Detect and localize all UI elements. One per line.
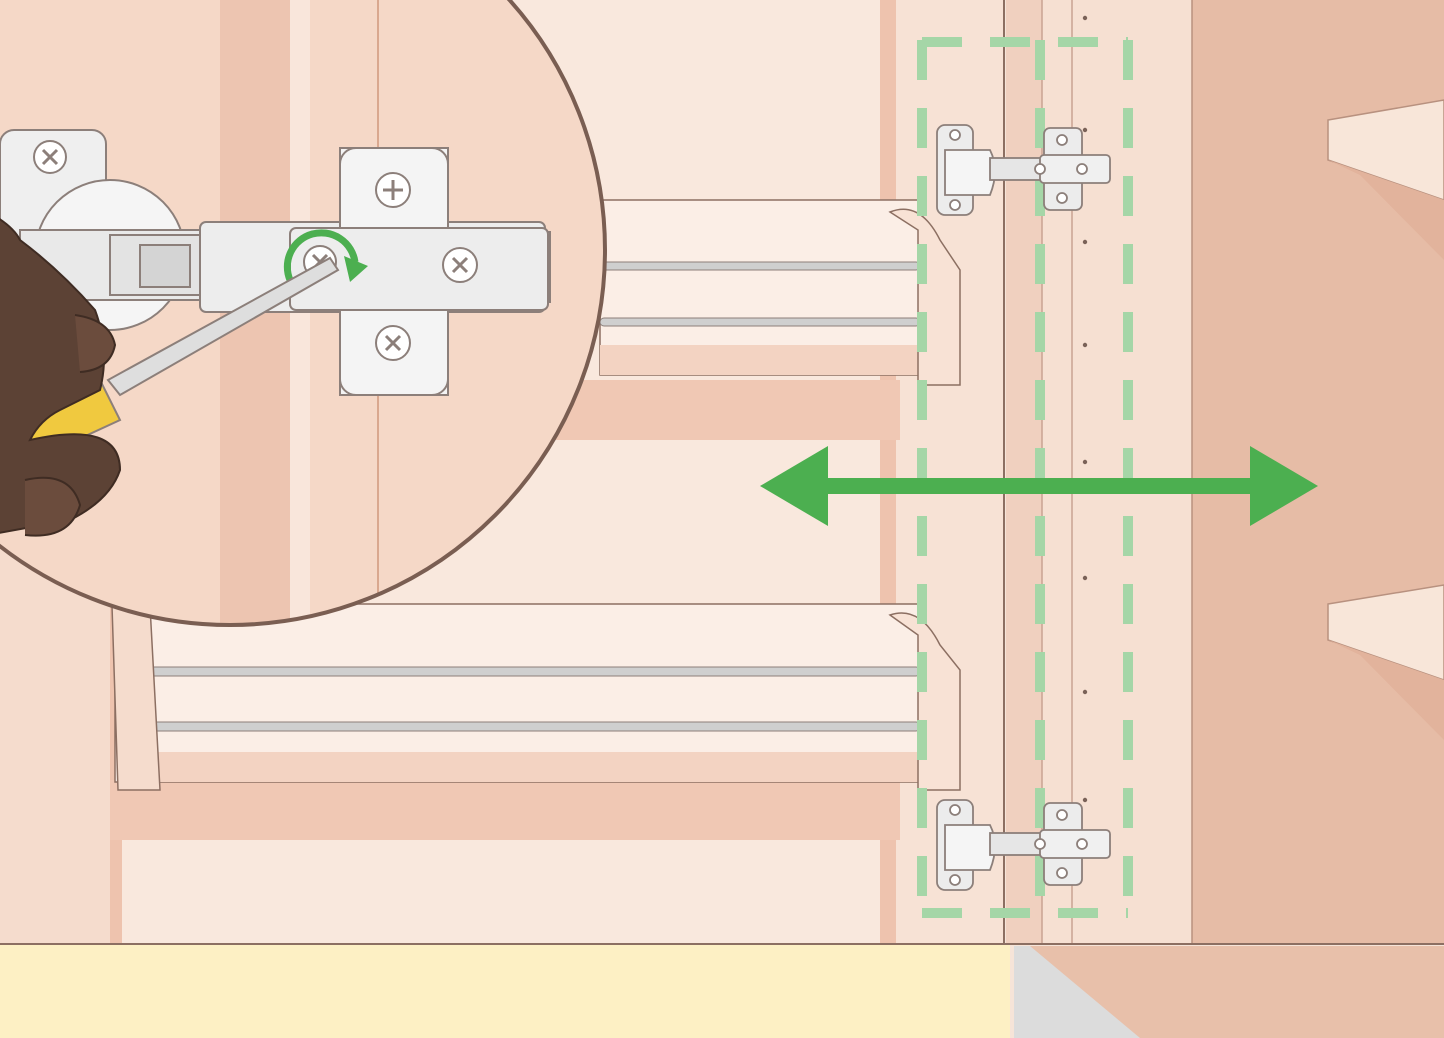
door-rack-lower [111, 603, 961, 791]
hinge-mounting-plate [289, 147, 549, 396]
hinge-zoom-detail [0, 0, 607, 627]
shelf-lower [1327, 584, 1444, 740]
hand [0, 168, 122, 562]
phillips-screw-icon [375, 325, 411, 361]
door-rack-upper [599, 199, 961, 386]
phillips-screw-icon [33, 140, 67, 174]
shelf-pin-holes [1082, 15, 1088, 803]
double-arrow-horizontal-icon [760, 446, 1318, 526]
clockwise-rotation-icon [283, 229, 368, 282]
hinge-guide-outline [917, 37, 1133, 918]
hinge-bottom [936, 799, 1111, 891]
phillips-screw-icon [375, 172, 411, 208]
shelf-upper [1327, 99, 1444, 260]
floor [0, 944, 1010, 1038]
phillips-screw-icon [442, 247, 478, 283]
hinge-top [936, 124, 1111, 216]
